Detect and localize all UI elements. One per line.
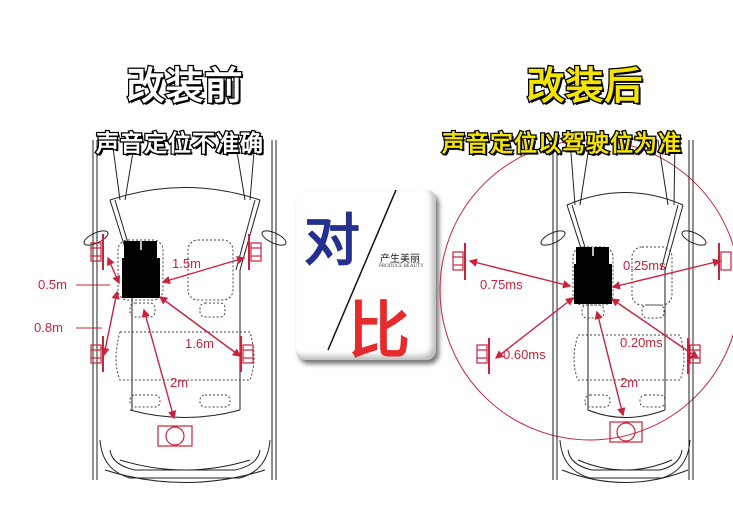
- speaker-left-front-icon: [452, 243, 466, 280]
- after-subtitle: 声音定位以驾驶位为准: [441, 130, 683, 159]
- speaker-left-rear-icon: [476, 338, 490, 374]
- label-rear-distance: 2m: [620, 375, 639, 390]
- badge-slogan-cn: 产生美丽: [380, 254, 420, 265]
- speaker-left-front-icon: [90, 234, 104, 270]
- before-title: 改装前: [125, 63, 244, 110]
- driver-seat-icon: [574, 247, 612, 304]
- label-right-rear-delay: 0.20ms: [620, 335, 663, 350]
- label-left-rear-delay: 0.60ms: [503, 347, 546, 362]
- label-left-front-delay: 0.75ms: [480, 277, 523, 292]
- label-rear-distance: 2m: [170, 375, 189, 390]
- car-diagram-after: [439, 139, 733, 483]
- after-title: 改装后: [525, 63, 644, 110]
- label-left-front-distance: 0.5m: [38, 277, 67, 292]
- label-right-rear-distance: 1.6m: [185, 336, 214, 351]
- comparison-badge: 对 比 产生美丽 PRODUCE BEAUTY: [296, 190, 436, 367]
- label-right-front-distance: 1.5m: [172, 256, 201, 271]
- speaker-right-front-icon: [718, 243, 732, 280]
- label-left-rear-distance: 0.8m: [34, 320, 63, 335]
- driver-seat-icon: [122, 241, 160, 298]
- speaker-right-rear-icon: [240, 336, 254, 372]
- after-panel: 改装后 声音定位以驾驶位为准 0.75ms 0.60ms 0.25ms 0.20…: [430, 0, 733, 520]
- car-diagram-before: [76, 139, 287, 483]
- badge-divider: [327, 190, 397, 351]
- before-subtitle: 声音定位不准确: [95, 130, 265, 159]
- speaker-rear-icon: [157, 425, 193, 447]
- label-right-front-delay: 0.25ms: [623, 258, 666, 273]
- badge-char-top: 对: [304, 209, 360, 274]
- before-panel: 改装前 声音定位不准确 0.5m 0.8m 1.5m 1.6m 2m: [0, 0, 300, 520]
- badge-char-bottom: 比: [348, 294, 411, 367]
- speaker-rear-icon: [609, 421, 643, 443]
- badge-slogan-en: PRODUCE BEAUTY: [379, 264, 424, 269]
- speaker-right-front-icon: [248, 234, 262, 270]
